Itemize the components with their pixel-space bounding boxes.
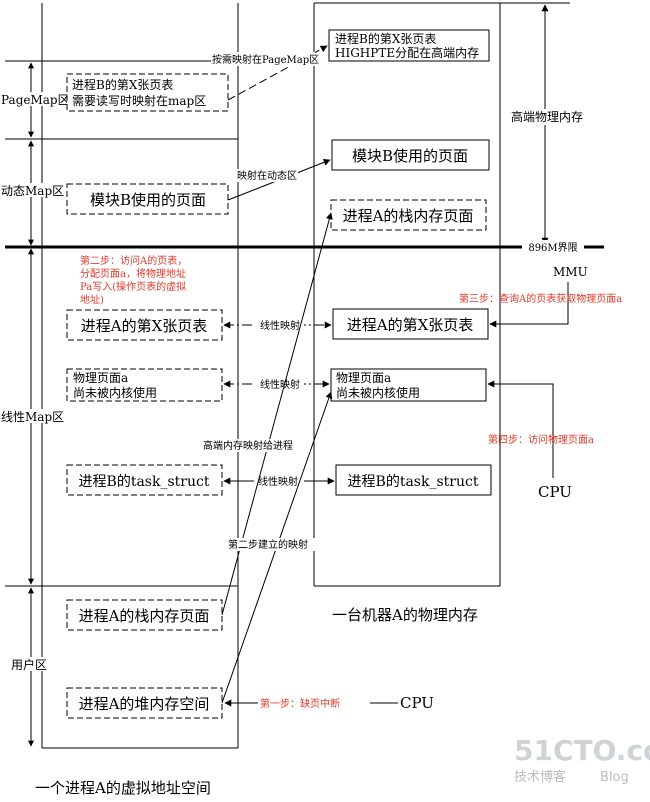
step2-map-label: 第二步建立的映射 xyxy=(228,538,308,551)
cpu-top-label: CPU xyxy=(538,483,572,501)
linear-map-label-3: 线性映射 xyxy=(258,475,298,488)
virtual-page-a-line2: 尚未被内核使用 xyxy=(73,385,157,400)
virtual-a-pte-label: 进程A的第X张页表 xyxy=(81,317,208,335)
high-mem-map-label: 高端内存映射给进程 xyxy=(203,439,293,452)
physical-b-pte-line1: 进程B的第X张页表 xyxy=(335,31,436,46)
virtual-box-a-heap xyxy=(66,687,223,719)
physical-b-pte-line2: HIGHPTE分配在高端内存 xyxy=(335,45,479,60)
cpu-access-arrow xyxy=(487,380,554,478)
virtual-box-b-pte xyxy=(66,73,229,112)
virtual-b-task-label: 进程B的task_struct xyxy=(79,474,210,490)
region-label-linear: 线性Map区 xyxy=(1,410,64,424)
step3-label: 第三步：查询A的页表获取物理页面a xyxy=(459,292,622,305)
physical-caption: 一台机器A的物理内存 xyxy=(332,606,478,624)
physical-b-task-label: 进程B的task_struct xyxy=(348,474,479,490)
on-demand-map-arrow xyxy=(227,45,328,101)
physical-box-b-pte xyxy=(328,29,490,62)
mmu-query-arrow xyxy=(489,282,569,328)
virtual-b-pte-line1: 进程B的第X张页表 xyxy=(72,77,173,92)
watermark-blog: Blog xyxy=(600,770,629,785)
region-label-user: 用户区 xyxy=(11,657,47,672)
virtual-a-stack-label: 进程A的栈内存页面 xyxy=(79,607,210,625)
physical-box-module-b xyxy=(331,139,490,171)
physical-memory-column xyxy=(313,2,570,587)
high-memory-label: 高端物理内存 xyxy=(511,109,583,124)
physical-box-a-stack xyxy=(330,199,487,231)
virtual-box-b-task xyxy=(66,464,223,496)
watermark: 51CTO.com 技术博客 Blog xyxy=(514,734,650,785)
virtual-address-column xyxy=(41,3,239,749)
virtual-box-page-a xyxy=(66,368,223,402)
step2-line3: Pa写入(操作页表的虚拟 xyxy=(80,280,186,293)
watermark-site: 51CTO.com xyxy=(514,734,650,767)
physical-page-a-line2: 尚未被内核使用 xyxy=(336,385,420,400)
step1-label: 第一步：缺页中断 xyxy=(260,697,340,710)
watermark-line2: 技术博客 xyxy=(514,769,566,785)
step2-line2: 分配页面a，将物理地址 xyxy=(80,267,186,280)
physical-module-b-label: 模块B使用的页面 xyxy=(352,147,468,165)
physical-box-a-pte xyxy=(332,308,489,340)
virtual-box-a-stack xyxy=(66,599,223,631)
virtual-box-a-pte xyxy=(66,309,223,341)
region-label-dynamic: 动态Map区 xyxy=(1,184,64,198)
virtual-box-module-b xyxy=(66,183,229,215)
physical-box-b-task xyxy=(335,464,492,496)
physical-page-a-line1: 物理页面a xyxy=(336,371,391,385)
dynamic-map-label: 映射在动态区 xyxy=(237,169,297,182)
physical-a-stack-label: 进程A的栈内存页面 xyxy=(343,207,474,225)
step2-line1: 第二步：访问A的页表， xyxy=(80,254,187,267)
linear-map-label-1: 线性映射 xyxy=(260,319,300,332)
virtual-page-a-line1: 物理页面a xyxy=(73,371,128,385)
step2-line4: 地址) xyxy=(80,293,104,306)
on-demand-map-label: 按需映射在PageMap区 xyxy=(212,53,319,66)
limit-896m-label: 896M界限 xyxy=(528,242,577,254)
physical-box-page-a xyxy=(330,368,487,402)
linear-map-label-2: 线性映射 xyxy=(260,378,300,391)
region-label-pagemap: PageMap区 xyxy=(1,93,70,107)
physical-a-pte-label: 进程A的第X张页表 xyxy=(347,316,474,334)
virtual-module-b-label: 模块B使用的页面 xyxy=(90,191,206,209)
virtual-a-heap-label: 进程A的堆内存空间 xyxy=(79,695,210,713)
cpu-bottom-label: CPU xyxy=(400,694,434,712)
mmu-label: MMU xyxy=(553,265,588,279)
virtual-b-pte-line2: 需要读写时映射在map区 xyxy=(72,93,206,108)
step4-label: 第四步：访问物理页面a xyxy=(488,433,594,446)
virtual-caption: 一个进程A的虚拟地址空间 xyxy=(35,779,211,797)
